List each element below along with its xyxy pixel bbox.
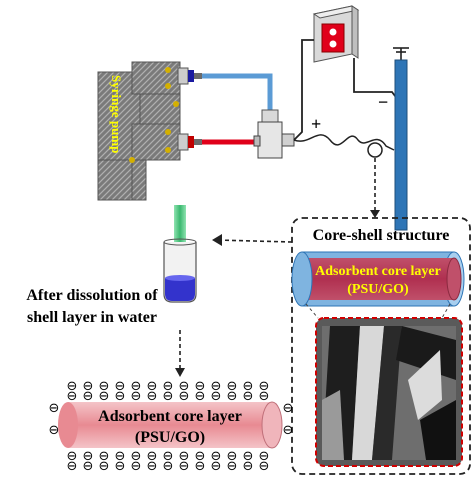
negative-charge-symbol: ⊖ [179,379,190,394]
negative-charge-symbol: ⊖ [147,449,158,464]
negative-charge-symbol: ⊖ [83,389,94,404]
negative-charge-symbol: ⊖ [195,379,206,394]
blue-feed-tube [202,73,273,116]
negative-charge-symbol: ⊖ [243,389,254,404]
negative-charge-symbol: ⊖ [195,449,206,464]
negative-charge-symbol: ⊖ [163,389,174,404]
negative-charge-symbol: ⊖ [179,389,190,404]
syringe-pump: Syringe pump [97,61,181,201]
negative-charge-symbol: ⊖ [283,401,294,416]
negative-charge-symbol: ⊖ [115,459,126,474]
charges-bottom: ⊖⊖⊖⊖⊖⊖⊖⊖⊖⊖⊖⊖⊖⊖⊖⊖⊖⊖⊖⊖⊖⊖⊖⊖⊖⊖ [67,449,270,474]
negative-charge-symbol: ⊖ [115,389,126,404]
negative-charge-symbol: ⊖ [163,379,174,394]
syringe-pump-label: Syringe pump [109,75,124,153]
coaxial-nozzle [253,109,295,159]
arrow-to-beaker [215,239,293,243]
core-layer-label: Adsorbent core layer [315,264,441,279]
negative-charge-symbol: ⊖ [211,459,222,474]
negative-charge-symbol: ⊖ [227,389,238,404]
negative-charge-symbol: ⊖ [83,379,94,394]
negative-charge-symbol: ⊖ [99,459,110,474]
negative-charge-symbol: ⊖ [163,459,174,474]
negative-charge-symbol: ⊖ [283,423,294,438]
plus-sign: + [311,114,321,134]
syringe-bottom [177,133,202,151]
negative-charge-symbol: ⊖ [99,449,110,464]
negative-charge-symbol: ⊖ [243,459,254,474]
positive-wire [293,39,314,141]
negative-charge-symbol: ⊖ [211,449,222,464]
after-dissolution-line1: After dissolution of [26,287,158,304]
negative-charge-symbol: ⊖ [179,449,190,464]
negative-charge-symbol: ⊖ [49,401,60,416]
negative-charge-symbol: ⊖ [83,459,94,474]
negative-charge-symbol: ⊖ [131,459,142,474]
negative-charge-symbol: ⊖ [83,449,94,464]
negative-charge-symbol: ⊖ [227,449,238,464]
negative-charge-symbol: ⊖ [99,389,110,404]
negative-charge-symbol: ⊖ [227,379,238,394]
negative-charge-symbol: ⊖ [147,459,158,474]
minus-sign: − [378,92,388,112]
negative-charge-symbol: ⊖ [67,389,78,404]
negative-charge-symbol: ⊖ [131,379,142,394]
negative-charge-symbol: ⊖ [243,449,254,464]
negative-charge-symbol: ⊖ [147,389,158,404]
negative-charge-symbol: ⊖ [99,379,110,394]
negative-charge-symbol: ⊖ [211,389,222,404]
negative-charge-symbol: ⊖ [259,389,270,404]
negative-charge-symbol: ⊖ [227,459,238,474]
core-shell-title: Core-shell structure [313,227,450,244]
polymer-jet [293,134,395,151]
bottom-core-sublabel: (PSU/GO) [135,429,205,446]
negative-charge-symbol: ⊖ [259,379,270,394]
charges-top: ⊖⊖⊖⊖⊖⊖⊖⊖⊖⊖⊖⊖⊖⊖⊖⊖⊖⊖⊖⊖⊖⊖⊖⊖⊖⊖ [67,379,270,404]
negative-charge-symbol: ⊖ [115,449,126,464]
charges-side: ⊖ ⊖ ⊖ ⊖ [49,401,294,438]
negative-charge-symbol: ⊖ [131,449,142,464]
negative-charge-symbol: ⊖ [67,449,78,464]
negative-charge-symbol: ⊖ [49,423,60,438]
jet-zoom-circle [367,142,383,158]
negative-charge-symbol: ⊖ [179,459,190,474]
negative-charge-symbol: ⊖ [67,459,78,474]
syringe-top [177,67,202,85]
after-dissolution-line2: shell layer in water [27,309,157,326]
core-layer-sublabel: (PSU/GO) [347,282,409,297]
core-shell-box [291,217,471,475]
negative-wire [353,58,399,101]
negative-charge-symbol: ⊖ [147,379,158,394]
negative-charge-symbol: ⊖ [243,379,254,394]
tem-micrograph [315,317,463,467]
negative-charge-symbol: ⊖ [259,449,270,464]
collector-plate [394,59,408,231]
power-supply [312,5,360,63]
negative-charge-symbol: ⊖ [131,389,142,404]
negative-charge-symbol: ⊖ [115,379,126,394]
bottom-core-label: Adsorbent core layer [98,408,242,425]
negative-charge-symbol: ⊖ [211,379,222,394]
bottom-fiber [58,401,283,449]
negative-charge-symbol: ⊖ [67,379,78,394]
negative-charge-symbol: ⊖ [163,449,174,464]
negative-charge-symbol: ⊖ [195,459,206,474]
beaker [163,205,197,303]
negative-charge-symbol: ⊖ [259,459,270,474]
core-shell-fiber [291,251,465,307]
negative-charge-symbol: ⊖ [195,389,206,404]
